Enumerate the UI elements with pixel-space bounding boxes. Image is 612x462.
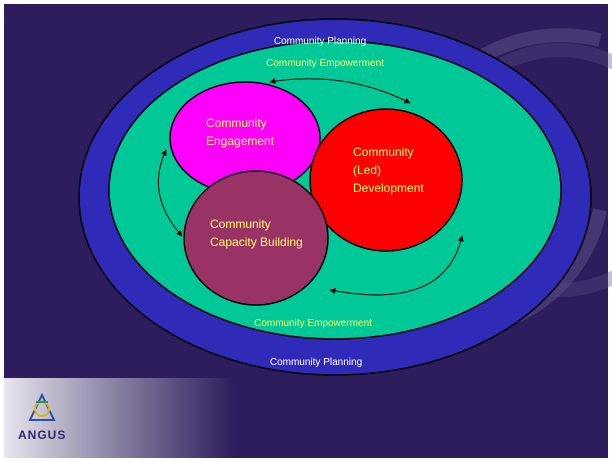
development-label-line1: Community: [353, 145, 414, 159]
arrow-engagement-capacity: [157, 149, 183, 237]
arrow-engagement-development: [269, 78, 411, 104]
angus-knot-icon: [28, 392, 56, 421]
arrow-capacity-development: [329, 235, 464, 296]
community-empowerment-label-bottom: Community Empowerment: [254, 318, 372, 329]
community-planning-label-bottom: Community Planning: [270, 357, 362, 368]
angus-logo: ANGUS: [18, 392, 66, 442]
engagement-label: Community Engagement: [206, 116, 275, 148]
community-development-circle: [309, 108, 463, 252]
engagement-label-line2: Engagement: [206, 134, 275, 148]
capacity-label-line1: Community: [210, 217, 271, 231]
community-planning-label-top: Community Planning: [274, 36, 366, 47]
connector-arrows: [157, 78, 464, 296]
community-empowerment-label-top: Community Empowerment: [266, 58, 384, 69]
capacity-label: Community Capacity Building: [210, 217, 303, 249]
capacity-label-line2: Capacity Building: [210, 235, 303, 249]
engagement-label-line1: Community: [206, 116, 267, 130]
development-label-line3: Development: [353, 181, 424, 195]
development-label: Community (Led) Development: [353, 145, 424, 195]
logo-strip: [4, 378, 234, 458]
angus-logo-text: ANGUS: [18, 428, 66, 442]
development-label-line2: (Led): [353, 163, 381, 177]
community-capacity-circle: [183, 170, 329, 306]
